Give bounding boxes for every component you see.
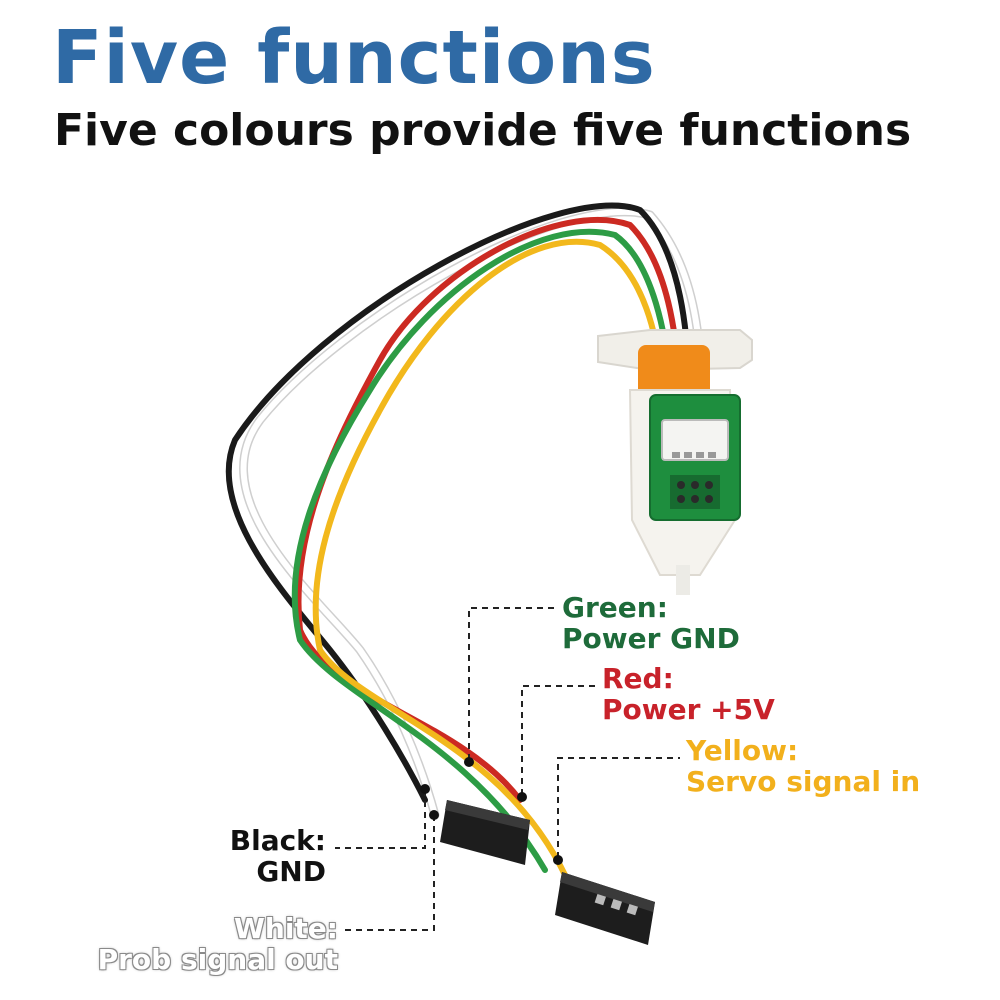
yellow-wire — [312, 238, 667, 878]
sensor-body — [597, 329, 753, 595]
label-white: White: Prob signal out — [98, 913, 338, 975]
page-title: Five functions — [52, 15, 656, 101]
wire-bundle — [225, 202, 706, 878]
black-wire — [225, 202, 693, 803]
label-red-name: Red: — [602, 662, 674, 695]
label-green-function: Power GND — [562, 622, 740, 655]
callout-dot-black — [420, 784, 430, 794]
label-black-name: Black: — [229, 824, 326, 857]
sensor-orange-band — [638, 345, 710, 400]
callout-line-black — [335, 790, 426, 849]
white-wire-core — [240, 208, 704, 818]
callout-dot-red — [517, 792, 527, 802]
pcb-connector — [661, 419, 729, 461]
label-white-function: Prob signal out — [97, 943, 338, 976]
label-yellow-function: Servo signal in — [686, 765, 921, 798]
callout-dot-yellow — [553, 855, 563, 865]
callout-line-yellow — [557, 757, 680, 858]
callout-dot-green — [464, 757, 474, 767]
callout-line-red — [521, 685, 595, 795]
label-white-name: White: — [234, 912, 338, 945]
label-red-function: Power +5V — [602, 693, 775, 726]
connector-single — [440, 800, 530, 865]
pcb-pad-block — [670, 475, 720, 509]
callout-line-green — [468, 607, 555, 760]
label-green: Green: Power GND — [562, 592, 740, 654]
label-yellow-name: Yellow: — [686, 734, 799, 767]
label-black: Black: GND — [230, 825, 326, 887]
label-red: Red: Power +5V — [602, 663, 775, 725]
label-green-name: Green: — [562, 591, 668, 624]
page-subtitle: Five colours provide five functions — [54, 105, 912, 156]
connector-triple — [555, 872, 655, 945]
label-yellow: Yellow: Servo signal in — [686, 735, 920, 797]
callout-dot-white — [429, 810, 439, 820]
sensor-pin — [676, 565, 690, 595]
callout-line-white — [345, 815, 435, 931]
green-wire — [291, 228, 675, 873]
label-black-function: GND — [256, 855, 326, 888]
